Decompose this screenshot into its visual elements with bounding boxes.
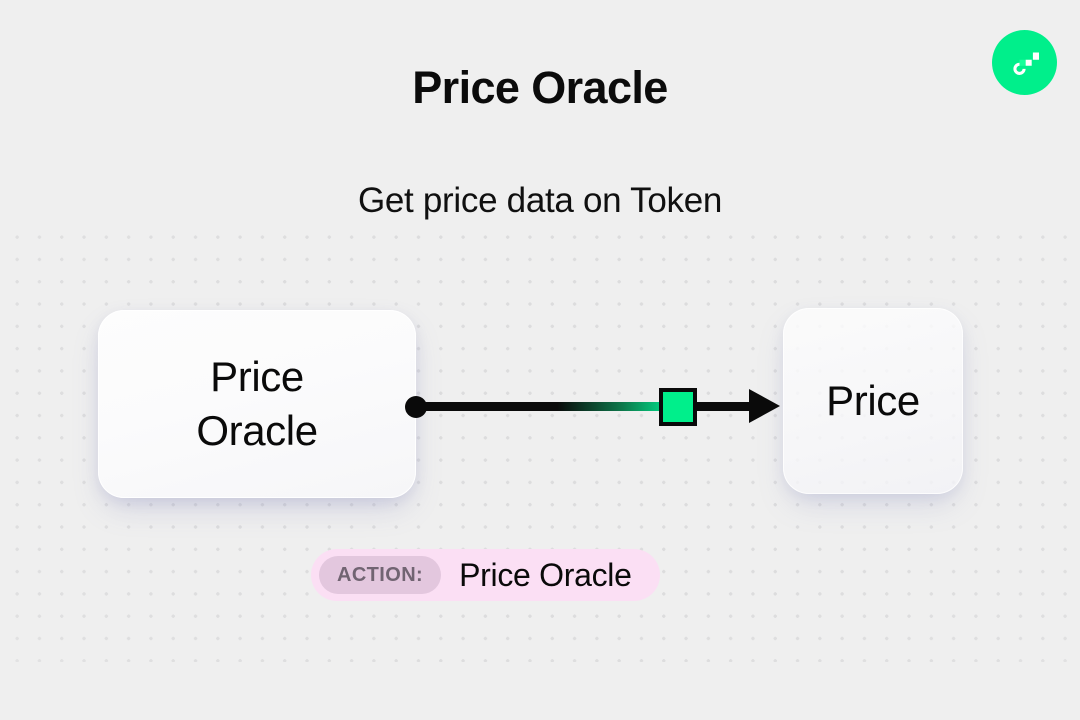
page-subtitle: Get price data on Token: [357, 181, 723, 220]
action-value: Price Oracle: [459, 556, 632, 593]
flow-logo-icon: [992, 30, 1057, 95]
node-price-oracle-label: Price Oracle: [196, 350, 318, 458]
edge-line-segment-right: [696, 402, 752, 411]
node-price-oracle[interactable]: Price Oracle: [98, 310, 416, 498]
node-label-line-2: Oracle: [196, 407, 318, 454]
node-price-label: Price: [826, 377, 920, 424]
edge-green-square-icon[interactable]: [659, 388, 697, 426]
action-chip-label: ACTION:: [319, 556, 442, 594]
page-title: Price Oracle: [412, 62, 668, 113]
action-badge: ACTION: Price Oracle: [311, 549, 660, 601]
edge-line-segment-left: [416, 402, 660, 411]
node-label-line-1: Price: [210, 353, 304, 401]
edge-arrowhead-icon: [749, 389, 780, 423]
node-price[interactable]: Price: [783, 308, 963, 494]
